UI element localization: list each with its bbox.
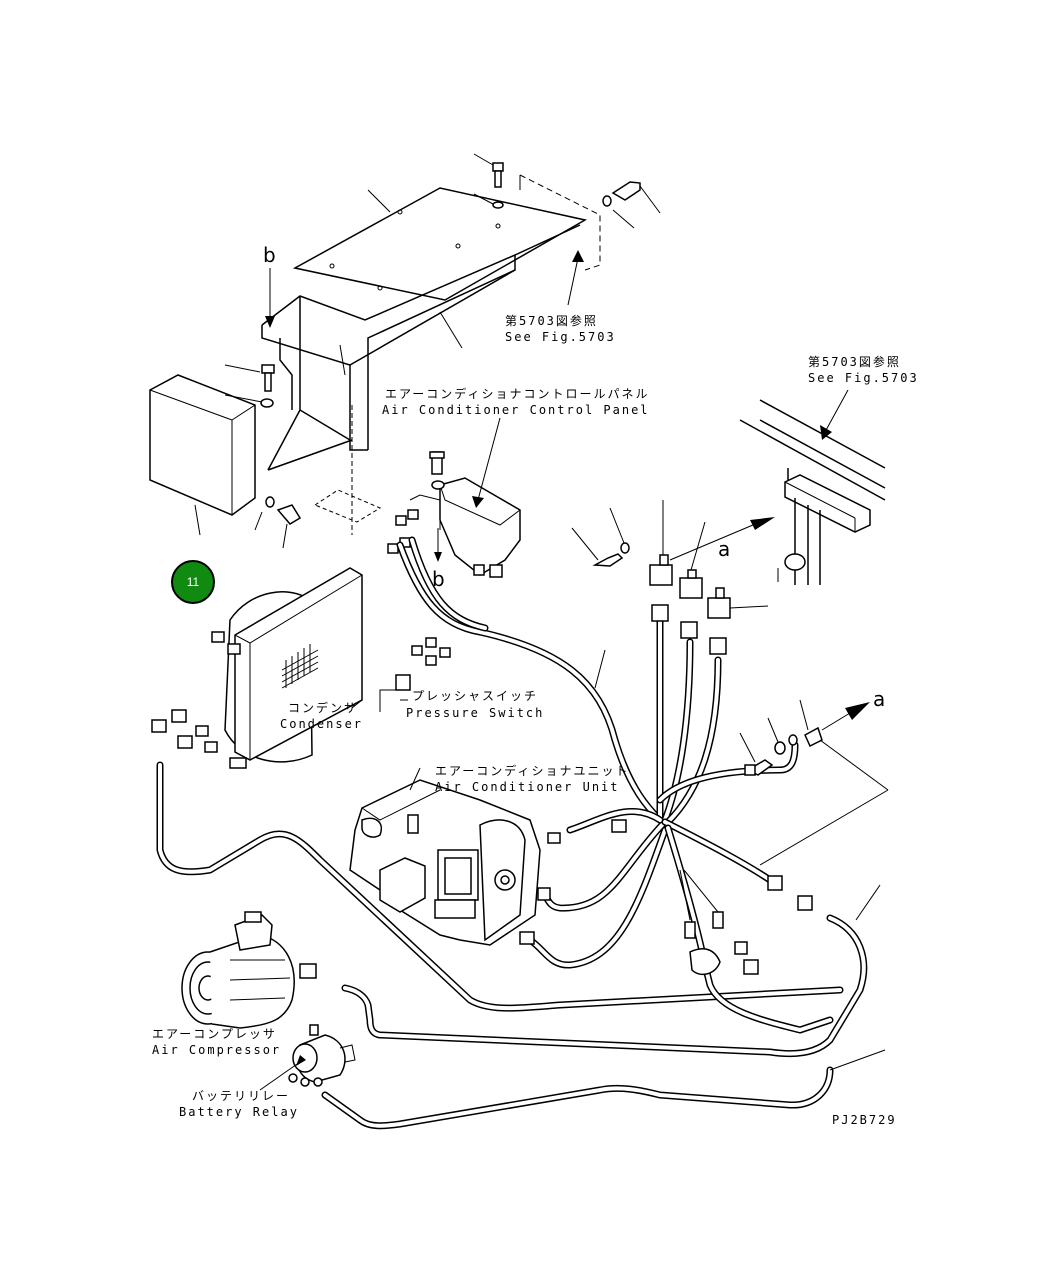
compressor-en: Air Compressor	[152, 1043, 281, 1057]
control-panel-part	[409, 451, 521, 578]
bolts-top	[473, 153, 661, 229]
condenser-en: Condenser	[280, 717, 363, 731]
battery-relay-jp: バッテリリレー	[192, 1089, 290, 1103]
ac-unit-part	[349, 767, 541, 946]
drawing-code: PJ2B729	[832, 1113, 897, 1127]
dashed-mount	[313, 405, 382, 535]
ref-b-top: b	[263, 243, 276, 267]
pressure-switch-part	[379, 637, 451, 712]
right-frame	[739, 399, 886, 585]
condenser-connectors	[151, 709, 209, 749]
top-cover-plate	[292, 187, 588, 301]
cover-box	[149, 374, 256, 536]
side-bracket-fig5703	[519, 174, 601, 271]
ref-a-right: a	[873, 687, 885, 711]
ref-top-jp: 第5703図参照	[505, 313, 598, 328]
ref-top-en: See Fig.5703	[505, 330, 616, 344]
compressor-jp: エアーコンプレッサ	[152, 1027, 277, 1041]
ref-right-jp: 第5703図参照	[808, 354, 901, 369]
battery-relay-part	[259, 1024, 356, 1091]
battery-relay-en: Battery Relay	[179, 1105, 299, 1119]
badge-number: 11	[186, 575, 200, 589]
ac-unit-en: Air Conditioner Unit	[435, 780, 620, 794]
compressor-part	[181, 911, 295, 1029]
ref-right-en: See Fig.5703	[808, 371, 919, 385]
ac-unit-jp: エアーコンディショナユニット	[435, 763, 629, 778]
wiring-harness	[156, 536, 886, 1130]
control-panel-jp: エアーコンディショナコントロールパネル	[385, 386, 649, 401]
ref-a-left: a	[718, 537, 730, 561]
pressure-switch-jp: プレッシャスイッチ	[412, 689, 538, 703]
condenser-jp: コンデンサ	[288, 700, 358, 715]
mounting-frame	[261, 224, 581, 471]
bolts-right	[739, 699, 889, 866]
harness-connectors	[299, 604, 813, 979]
leader-lines	[265, 250, 849, 709]
callout-badge-11[interactable]: 11	[171, 560, 215, 604]
pressure-switch-en: Pressure Switch	[406, 706, 544, 720]
ref-b-mid: b	[432, 567, 445, 591]
condenser-part	[204, 567, 363, 769]
control-panel-en: Air Conditioner Control Panel	[382, 403, 650, 417]
bolts-left	[224, 364, 302, 549]
relays	[571, 500, 775, 619]
